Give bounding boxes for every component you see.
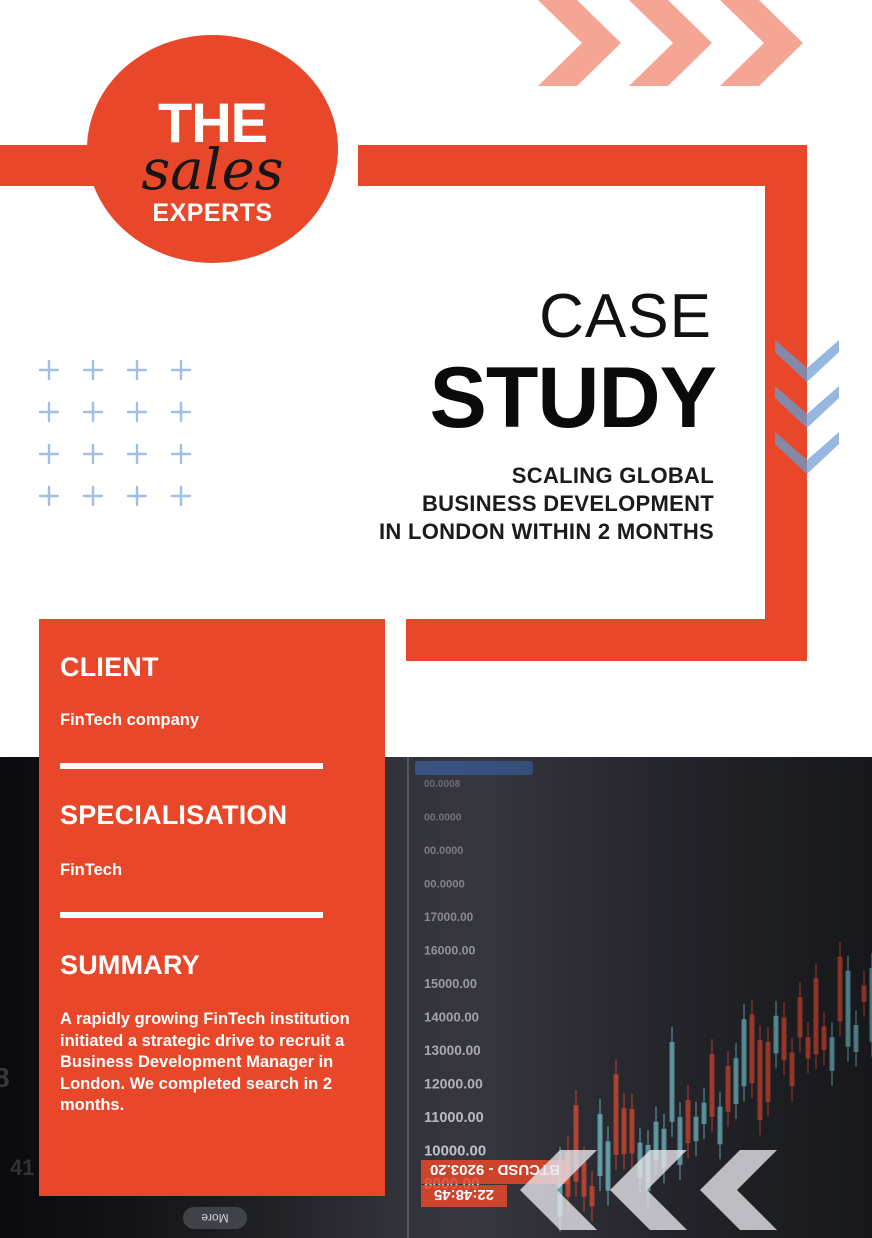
more-button-label: More xyxy=(201,1211,229,1225)
price-label: 13000.00 xyxy=(424,1043,481,1058)
price-label: 00.0000 xyxy=(424,845,463,857)
price-label: 16000.00 xyxy=(424,944,475,958)
svg-text:41: 41 xyxy=(10,1155,34,1180)
subtitle: SCALING GLOBAL BUSINESS DEVELOPMENT IN L… xyxy=(294,462,714,546)
summary-heading: SUMMARY xyxy=(60,950,200,980)
logo-experts: EXPERTS xyxy=(152,199,273,227)
side-chevrons-icon xyxy=(775,340,839,474)
info-card: CLIENT FinTech company SPECIALISATION Fi… xyxy=(39,619,385,1196)
ticker-price: BTCUSD - 9203.20 xyxy=(430,1161,560,1178)
price-label: 00.0008 xyxy=(424,779,461,790)
client-text: FinTech company xyxy=(60,711,200,729)
price-label: 14000.00 xyxy=(424,1010,479,1025)
price-label: 10000.00 xyxy=(424,1144,486,1160)
divider xyxy=(60,912,323,918)
price-label: 00.0000 xyxy=(424,879,465,891)
client-heading: CLIENT xyxy=(60,652,159,682)
summary-text: A rapidly growing FinTech institution in… xyxy=(60,1010,350,1114)
logo-sales: sales xyxy=(141,138,284,203)
subtitle-line: SCALING GLOBAL xyxy=(511,463,714,488)
specialisation-heading: SPECIALISATION xyxy=(60,800,288,830)
title-case: CASE xyxy=(539,282,712,351)
price-label: 12000.00 xyxy=(424,1076,483,1092)
price-label: 11000.00 xyxy=(424,1110,484,1126)
price-label: 17000.00 xyxy=(424,910,474,924)
price-label: 00.0000 xyxy=(424,813,462,824)
frame-bar-bottom xyxy=(406,619,807,661)
logo-the: THE xyxy=(158,91,268,154)
frame-bar-top xyxy=(358,145,807,186)
subtitle-line: BUSINESS DEVELOPMENT xyxy=(421,491,714,516)
divider xyxy=(60,763,323,769)
logo: THE sales EXPERTS xyxy=(87,35,338,263)
top-chevrons-icon xyxy=(538,0,803,86)
specialisation-text: FinTech xyxy=(60,861,123,879)
subtitle-line: IN LONDON WITHIN 2 MONTHS xyxy=(378,519,714,544)
ticker-time: 22:48:45 xyxy=(434,1186,494,1203)
title-study: STUDY xyxy=(429,350,717,446)
price-label: 15000.00 xyxy=(424,977,477,991)
plus-grid-icon xyxy=(38,359,192,507)
svg-text:8: 8 xyxy=(0,1062,10,1093)
